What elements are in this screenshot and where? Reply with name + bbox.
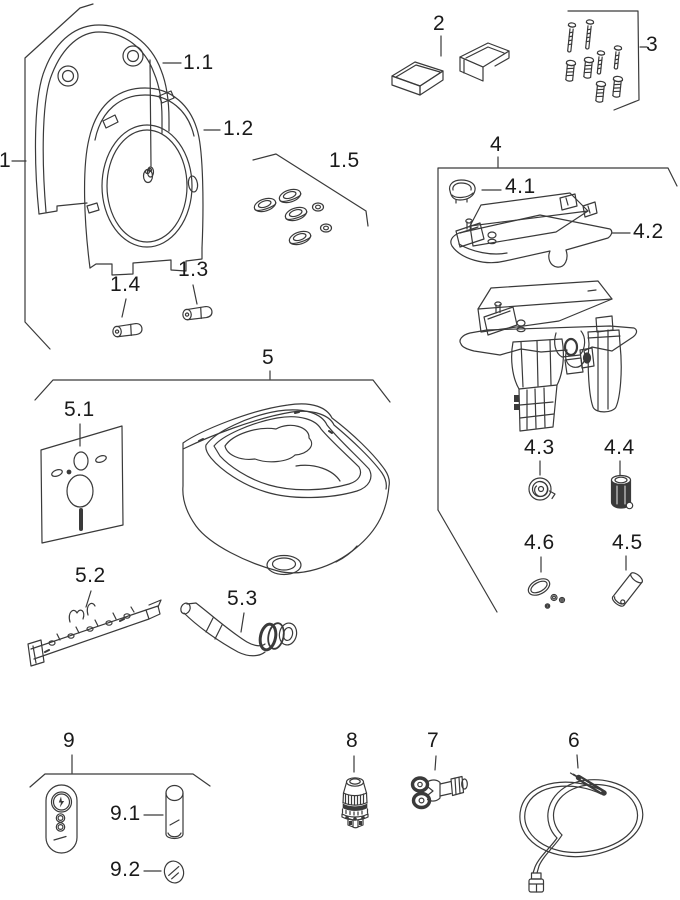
label-group-1: 1 (0, 149, 12, 172)
label-group-6: 6 (568, 729, 581, 752)
remote-sleeve-drawing (165, 784, 184, 840)
insulation-mat-drawing (40, 425, 124, 544)
cover-caps-drawing (391, 42, 510, 96)
seat-cover-drawing (34, 24, 170, 215)
label-group-8: 8 (346, 729, 359, 752)
label-group-7: 7 (427, 729, 440, 752)
label-part-5-1: 5.1 (64, 398, 95, 421)
label-part-9-1: 9.1 (110, 802, 141, 825)
hinge-pin-1-3-drawing (182, 305, 213, 321)
seal-spiral-drawing (528, 477, 556, 501)
label-part-4-4: 4.4 (604, 436, 635, 459)
remote-control-drawing (45, 784, 78, 854)
label-part-4-6: 4.6 (524, 531, 555, 554)
filter-basket-drawing (610, 474, 634, 510)
label-part-1-3: 1.3 (178, 258, 209, 281)
label-group-2: 2 (433, 12, 446, 35)
seat-buffers-drawing (253, 188, 333, 246)
hinge-pin-1-4-drawing (112, 322, 143, 338)
label-part-1-5: 1.5 (329, 149, 360, 172)
label-group-9: 9 (63, 729, 76, 752)
oring-set-drawing (527, 578, 566, 609)
screw-set-drawing (565, 19, 624, 103)
actuator-unit-drawing (450, 192, 613, 268)
label-group-5: 5 (262, 346, 275, 369)
grommet-drawing (448, 179, 476, 204)
label-part-5-3: 5.3 (227, 587, 258, 610)
pressure-valve-drawing (341, 777, 369, 829)
label-part-4-5: 4.5 (612, 531, 643, 554)
seat-ring-drawing (83, 87, 204, 276)
label-group-3: 3 (646, 33, 659, 56)
callout-lines (11, 3, 678, 872)
label-part-1-4: 1.4 (110, 273, 141, 296)
label-part-4-2: 4.2 (633, 220, 664, 243)
label-part-5-2: 5.2 (75, 564, 106, 587)
label-part-1-1: 1.1 (183, 51, 214, 74)
label-part-4-3: 4.3 (524, 436, 555, 459)
t-connector-drawing (410, 775, 468, 810)
label-part-1-2: 1.2 (223, 117, 254, 140)
flush-bend-drawing (180, 602, 298, 657)
toilet-bowl-drawing (182, 403, 390, 576)
sleeve-cylinder-drawing (611, 572, 644, 607)
power-cable-drawing (519, 772, 644, 893)
label-part-9-2: 9.2 (110, 858, 141, 881)
flush-unit-drawing (459, 280, 638, 432)
label-part-4-1: 4.1 (505, 175, 536, 198)
label-group-4: 4 (490, 133, 503, 156)
remote-cap-drawing (163, 860, 185, 884)
mounting-rail-drawing (27, 599, 162, 667)
